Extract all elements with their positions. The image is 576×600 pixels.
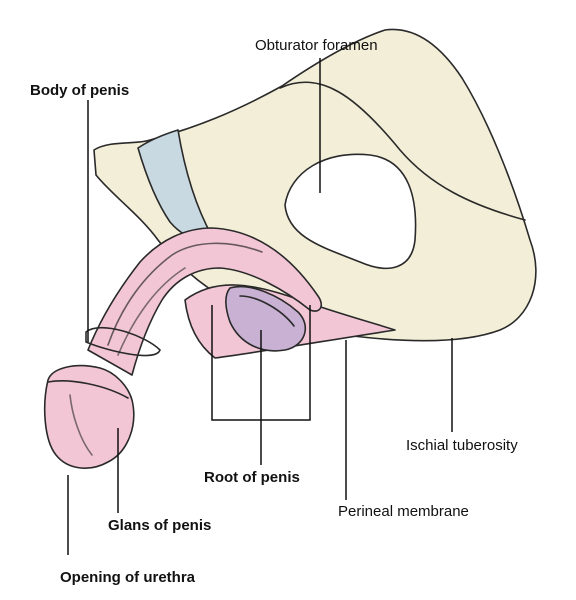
label-perineal-membrane: Perineal membrane	[338, 503, 469, 520]
glans-corona	[47, 380, 129, 399]
label-opening-of-urethra: Opening of urethra	[60, 569, 196, 586]
glans	[43, 364, 135, 469]
prepuce-ring	[85, 326, 161, 357]
bone-shade	[279, 81, 526, 221]
label-body-of-penis: Body of penis	[30, 82, 129, 99]
label-obturator-foramen: Obturator foramen	[255, 37, 378, 54]
shaft-shade	[107, 242, 263, 346]
glans-line	[69, 394, 93, 456]
crus-of-penis	[225, 285, 307, 352]
crus-shade	[239, 295, 295, 327]
obturator-foramen-hole	[284, 153, 417, 270]
penis-shaft	[87, 227, 322, 376]
label-glans-of-penis: Glans of penis	[108, 517, 211, 534]
shaft-shade-2	[117, 267, 186, 356]
label-root-of-penis: Root of penis	[204, 469, 300, 486]
label-ischial-tuberosity: Ischial tuberosity	[406, 437, 518, 454]
